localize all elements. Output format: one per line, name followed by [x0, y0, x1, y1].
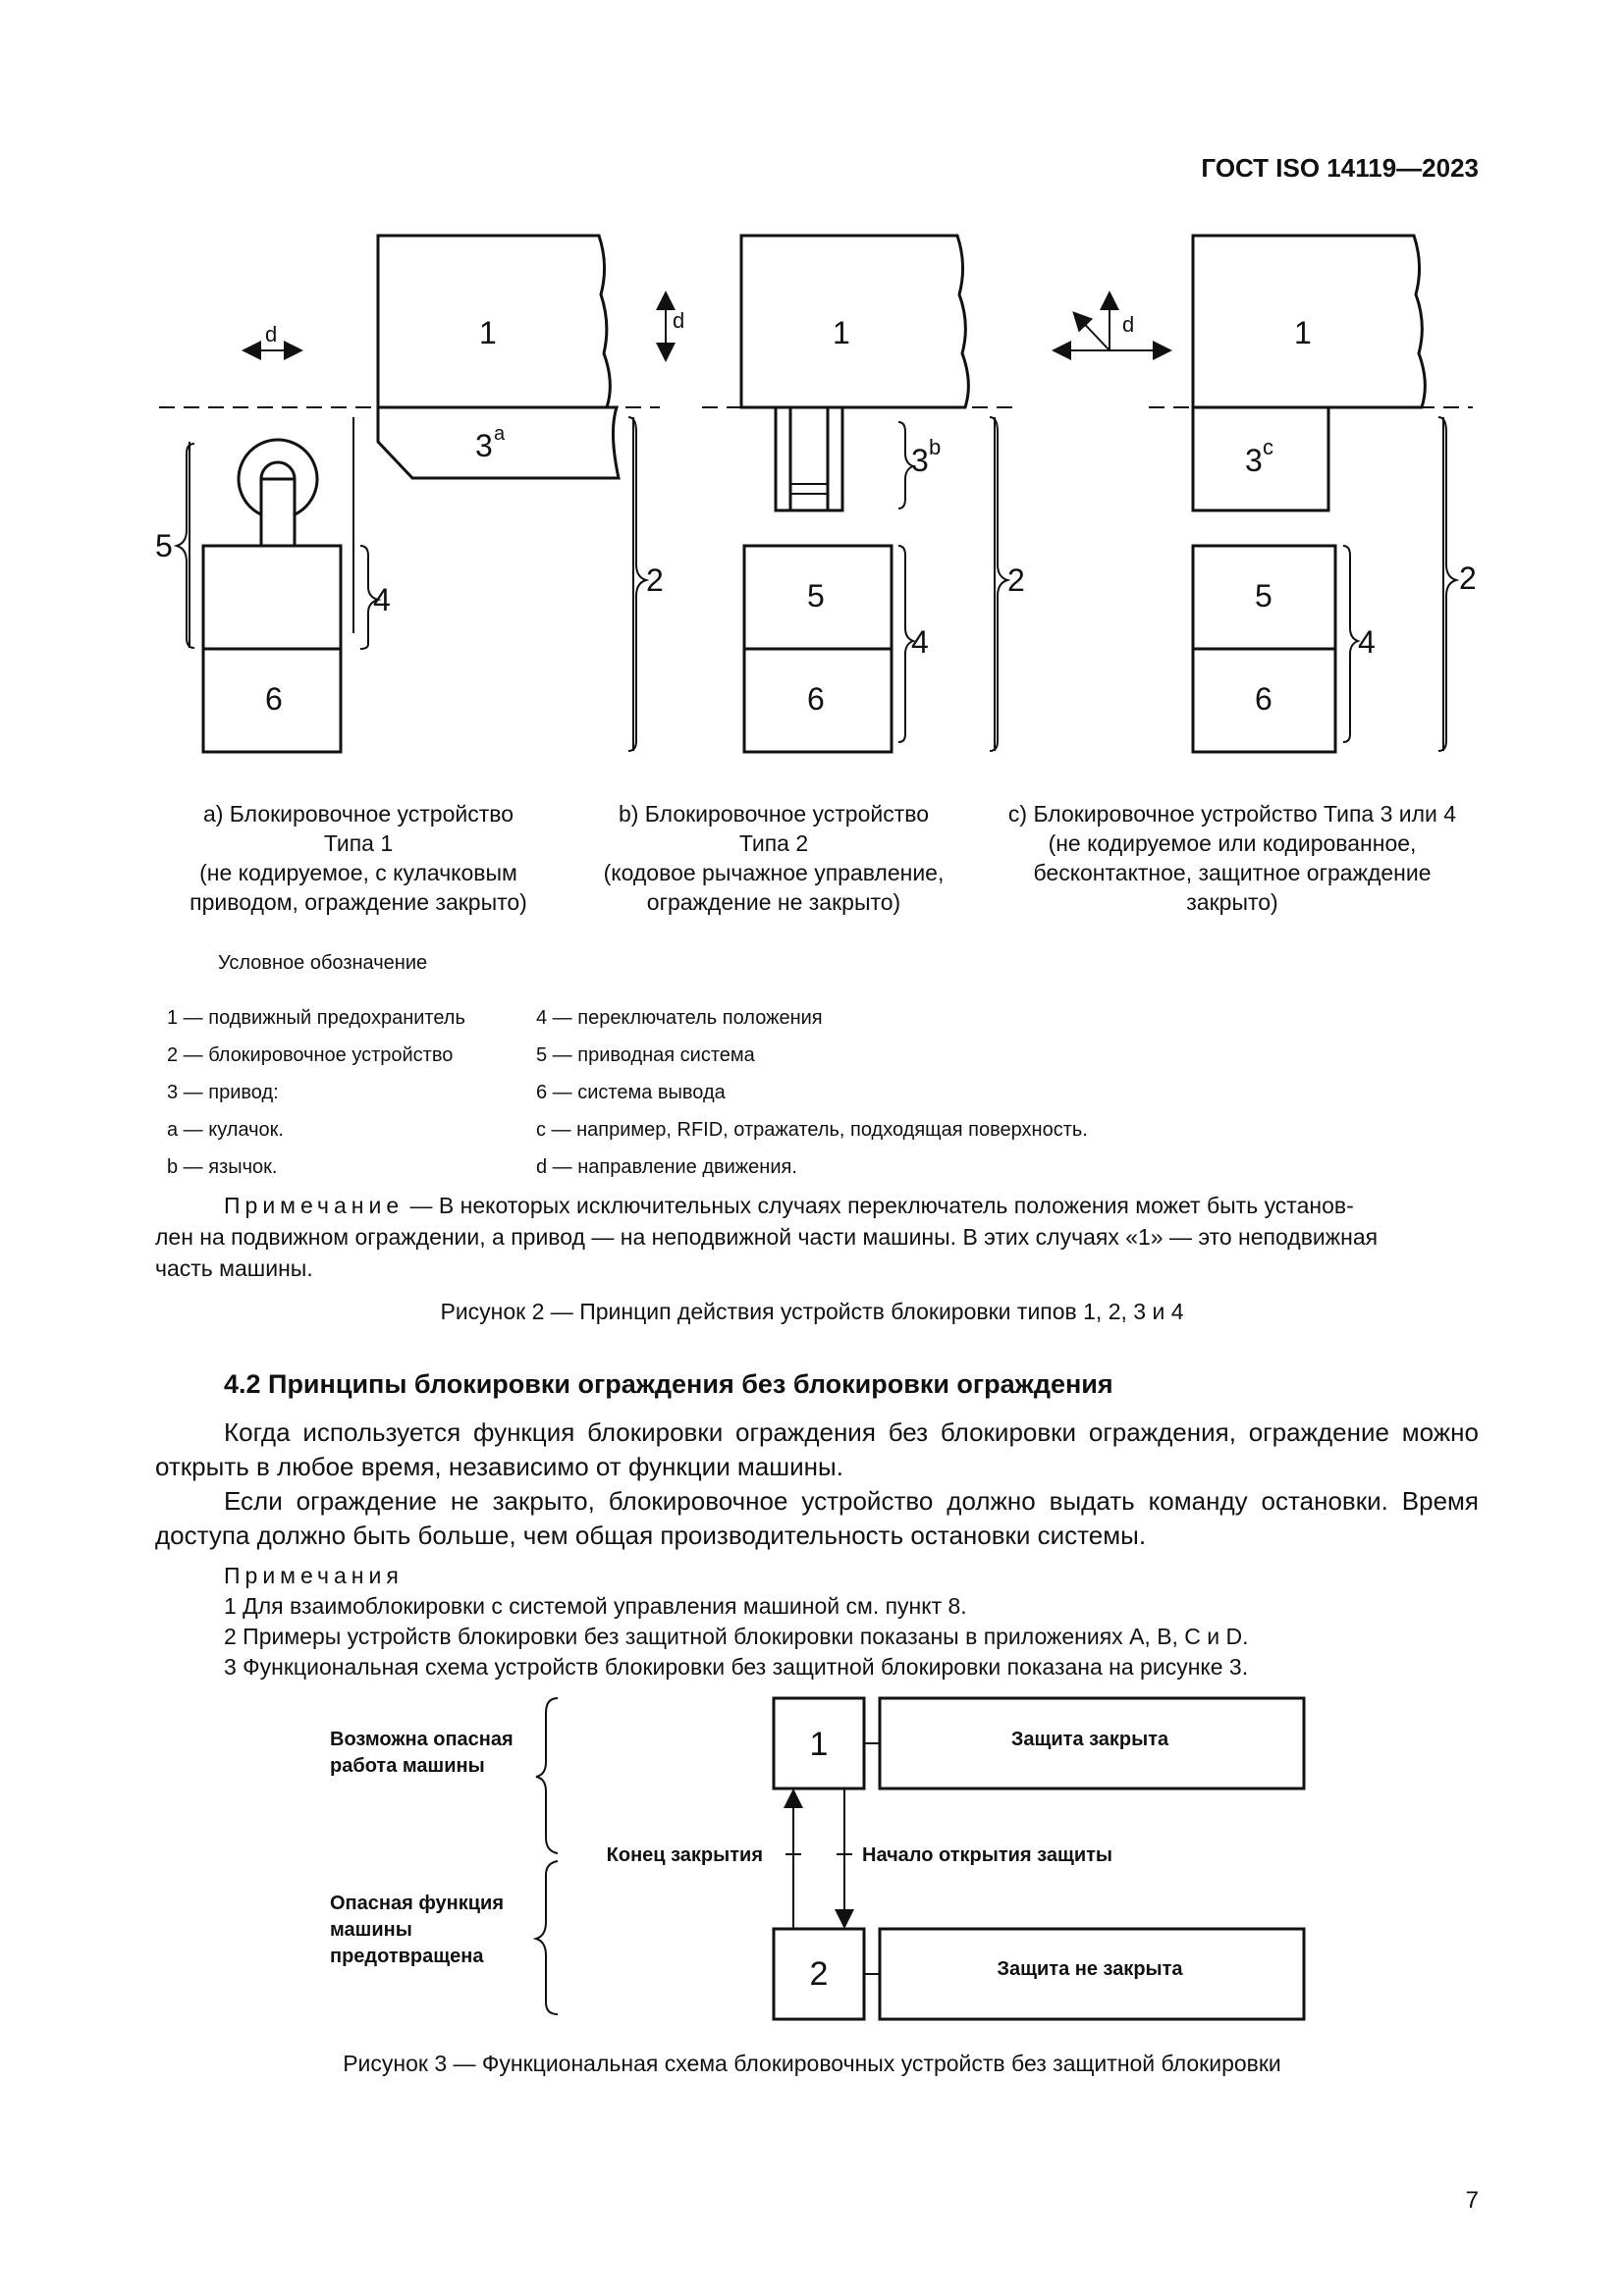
- label-2-c: 2: [1459, 561, 1477, 596]
- left-bottom-line-2: машины: [330, 1919, 412, 1941]
- left-bottom-line-3: предотвращена: [330, 1946, 484, 1967]
- paragraph-1: Когда используется функция блокировки ог…: [155, 1417, 1479, 1481]
- section-heading: 4.2 Принципы блокировки ограждения без б…: [224, 1369, 1113, 1399]
- label-3-a: 3: [475, 428, 493, 463]
- label-1-c: 1: [1294, 315, 1312, 350]
- state-2-label: 2: [810, 1955, 829, 1993]
- page-number: 7: [1465, 2187, 1479, 2214]
- figure-3-caption: Рисунок 3 — Функциональная схема блокиро…: [343, 2051, 1281, 2076]
- label-sup-a: a: [494, 423, 506, 445]
- figure-2-drawing: 1 1 1 3 a 3 b 3 c 5 4 6 2 5 6 4 2 5 6 4 …: [155, 234, 1477, 754]
- note-item: 2 Примеры устройств блокировки без защит…: [224, 1624, 1249, 1649]
- label-4-a: 4: [373, 582, 391, 617]
- caption-b: b) Блокировочное устройство Типа 2 (кодо…: [603, 801, 945, 915]
- label-6-a: 6: [265, 681, 283, 717]
- start-opening-label: Начало открытия защиты: [862, 1844, 1112, 1866]
- paragraph-2: Если ограждение не закрыто, блокировочно…: [155, 1486, 1479, 1550]
- label-d-c: d: [1122, 312, 1134, 337]
- brace-4-b: [897, 545, 916, 743]
- guard-c: [1191, 234, 1427, 409]
- brace-4-a: [359, 545, 382, 650]
- legend-left: 1 — подвижный предохранитель 2 — блокиро…: [167, 1007, 465, 1178]
- actuator-c: [1191, 405, 1330, 512]
- brace-4-c: [1342, 545, 1361, 743]
- note-item: 1 Для взаимоблокировки с системой управл…: [224, 1593, 967, 1619]
- end-closing-label: Конец закрытия: [607, 1844, 763, 1866]
- label-4-c: 4: [1358, 624, 1376, 660]
- caption-c: c) Блокировочное устройство Типа 3 или 4…: [1007, 801, 1457, 915]
- label-5-c: 5: [1255, 578, 1272, 614]
- left-bottom-line-1: Опасная функция: [330, 1893, 504, 1914]
- direction-arrow-c-diag: [1072, 311, 1110, 351]
- brace-2-b: [989, 416, 1011, 752]
- brace-bottom: [532, 1860, 559, 2015]
- guard-closed-label: Защита закрыта: [1011, 1729, 1169, 1750]
- label-2-a: 2: [646, 562, 664, 598]
- label-sup-b: b: [929, 435, 941, 459]
- document-header: ГОСТ ISO 14119—2023: [1201, 153, 1479, 183]
- box-b-6: [742, 647, 893, 754]
- box-c-6: [1191, 647, 1337, 754]
- left-top-line-2: работа машины: [330, 1755, 485, 1777]
- label-1-b: 1: [833, 315, 850, 350]
- notes-label: Примечания: [224, 1563, 404, 1588]
- label-3-b: 3: [911, 443, 929, 478]
- label-1-a: 1: [479, 315, 497, 350]
- brace-2-a: [627, 416, 650, 752]
- brace-top: [535, 1697, 559, 1854]
- figure2-note: Примечание — В некоторых исключительных …: [155, 1193, 1379, 1281]
- label-6-c: 6: [1255, 681, 1272, 717]
- guard-a: [376, 234, 612, 409]
- note-item: 3 Функциональная схема устройств блокиро…: [224, 1654, 1249, 1680]
- section-notes: Примечания 1 Для взаимоблокировки с сист…: [224, 1561, 1249, 1682]
- label-sup-c: c: [1263, 435, 1273, 459]
- box-a-5: [201, 544, 343, 651]
- figure-2-caption: Рисунок 2 — Принцип действия устройств б…: [440, 1299, 1184, 1324]
- brace-5-a: [173, 443, 195, 649]
- note-label: Примечание: [224, 1193, 405, 1218]
- caption-a: a) Блокировочное устройство Типа 1 (не к…: [189, 801, 527, 915]
- state-1-label: 1: [810, 1726, 829, 1763]
- legend-right: 4 — переключатель положения 5 — приводна…: [536, 1007, 1088, 1178]
- tongue-b: [774, 405, 844, 512]
- legend-title: Условное обозначение: [218, 952, 428, 974]
- brace-3-b: [897, 421, 916, 509]
- actuator-a: [376, 405, 621, 480]
- guard-b: [739, 234, 970, 409]
- label-3-c: 3: [1245, 443, 1263, 478]
- label-5-a: 5: [155, 528, 173, 563]
- label-2-b: 2: [1007, 562, 1025, 598]
- label-d-a: d: [265, 322, 277, 347]
- label-5-b: 5: [807, 578, 825, 614]
- label-d-b: d: [673, 308, 684, 333]
- figure-3-diagram: 1 2 Защита закрыта Защита не закрыта Кон…: [330, 1696, 1306, 2021]
- label-4-b: 4: [911, 624, 929, 660]
- label-6-b: 6: [807, 681, 825, 717]
- guard-open-label: Защита не закрыта: [997, 1958, 1183, 1980]
- brace-2-c: [1437, 416, 1460, 752]
- left-top-line-1: Возможна опасная: [330, 1729, 514, 1750]
- box-a-6: [201, 647, 343, 754]
- roller-stem: [259, 477, 297, 548]
